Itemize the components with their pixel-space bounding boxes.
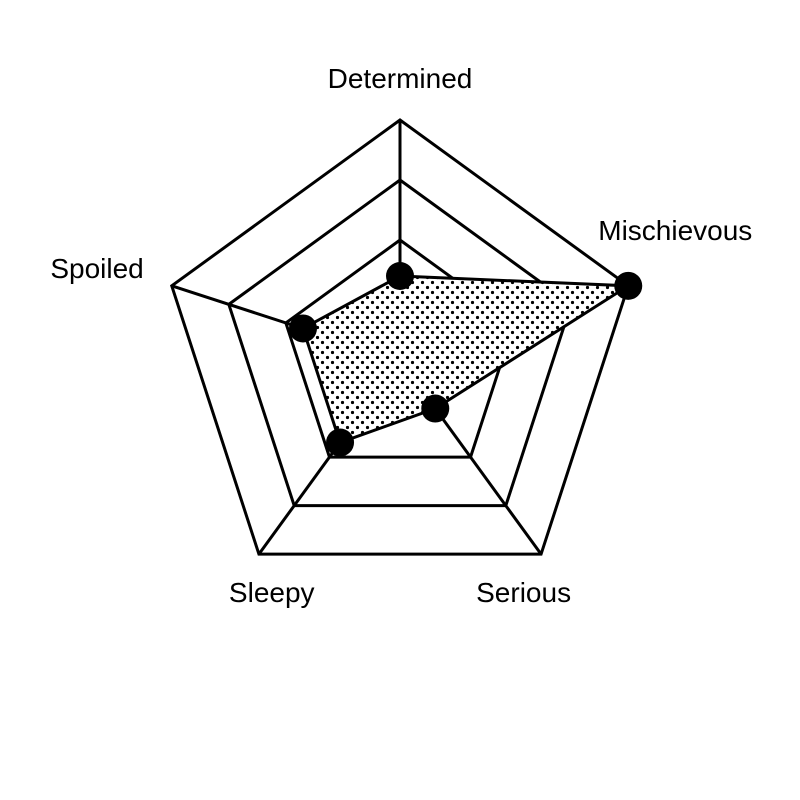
data-point-determined: [386, 262, 414, 290]
axis-label-determined: Determined: [328, 63, 473, 94]
axis-label-mischievous: Mischievous: [598, 215, 752, 246]
axis-label-sleepy: Sleepy: [229, 577, 315, 608]
axis-label-serious: Serious: [476, 577, 571, 608]
grid-ring-4: [169, 118, 631, 556]
series-area-0: [301, 274, 634, 445]
data-point-sleepy: [326, 428, 355, 457]
data-point-spoiled: [288, 314, 317, 343]
radar-series: [288, 262, 643, 457]
axis-label-spoiled: Spoiled: [50, 253, 143, 284]
data-point-serious: [421, 394, 450, 423]
data-point-mischievous: [614, 271, 643, 300]
